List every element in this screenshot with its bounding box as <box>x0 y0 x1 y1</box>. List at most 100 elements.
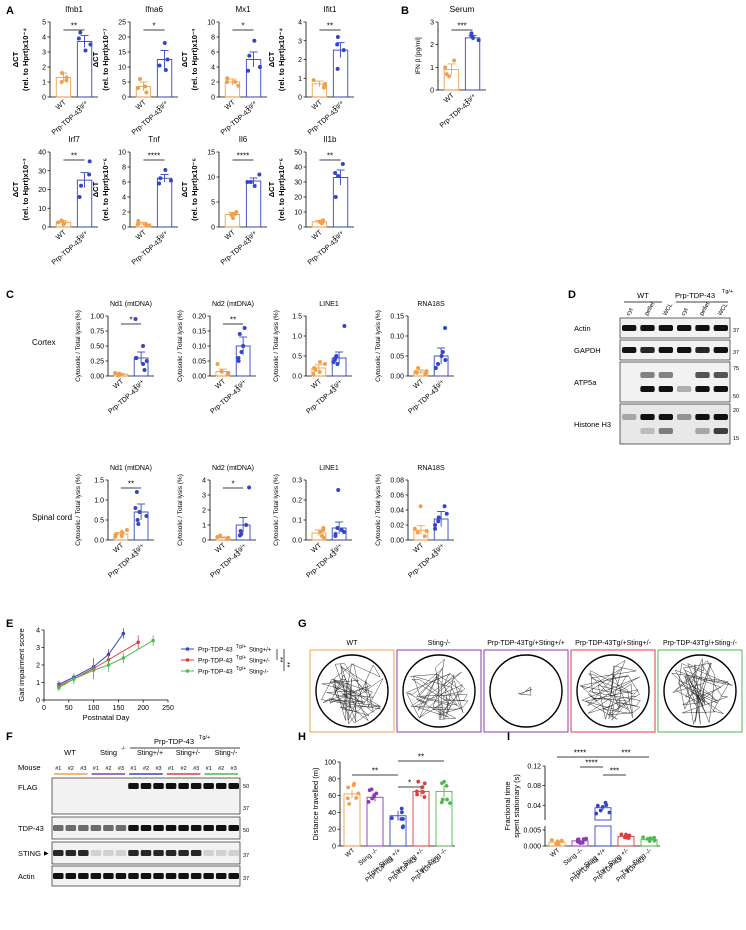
panel-c-chart-2-data-point <box>239 350 244 354</box>
panel-a-chart-5-sig-label: ** <box>71 152 77 161</box>
panel-i-data-point <box>652 835 657 840</box>
panel-a-chart-1-data-point <box>64 75 69 80</box>
panel-f-mouse-label: #1 <box>168 766 174 772</box>
panel-f-band <box>228 850 239 856</box>
panel-a-chart-2-y-tick-label: 10 <box>118 65 126 72</box>
panel-i-data-point <box>600 804 605 809</box>
panel-a-chart-6-y-tick-label: 0 <box>122 225 126 232</box>
panel-h-y-tick-label: 40 <box>328 810 336 817</box>
panel-i-sig-label: *** <box>610 767 619 776</box>
panel-h-x-tick-label: Sting -/- <box>357 847 379 867</box>
panel-a-chart-8-data-point <box>333 195 338 199</box>
panel-h-data-point <box>416 779 421 784</box>
panel-a-chart-1-sig-label: ** <box>71 22 77 31</box>
panel-d-lane-label: pellet <box>644 301 657 317</box>
panel-c-chart-1-y-tick-label: 0.75 <box>90 329 104 336</box>
panel-d-band <box>695 347 710 353</box>
panel-h-data-point <box>399 806 404 811</box>
panel-c-chart-4-y-tick-label: 0.00 <box>390 374 404 381</box>
panel-c-chart-2-y-tick-label: 0.20 <box>192 314 206 321</box>
panel-f-band <box>103 873 114 879</box>
panel-c-chart-2-data-point <box>236 356 241 360</box>
panel-a-chart-2-data-point <box>162 41 167 45</box>
panel-f-tg-subgroup: Sting-/- <box>215 750 238 757</box>
panel-d-band <box>677 414 692 420</box>
panel-c-chart-8-data-point <box>436 515 441 520</box>
panel-h-data-point <box>367 788 372 793</box>
panel-f-band <box>65 850 77 856</box>
panel-a-chart-4-y-label: ΔCT <box>267 51 276 67</box>
panel-i-data-point <box>595 803 600 808</box>
panel-f-mouse-label: #3 <box>155 766 161 772</box>
panel-f-band <box>140 850 152 856</box>
panel-c-chart-3-y-tick-label: 1.0 <box>292 334 302 341</box>
panel-a-chart-8-y-tick-label: 40 <box>294 165 302 172</box>
panel-d-band <box>622 325 637 331</box>
panel-a-chart-2-y-tick-label: 0 <box>122 95 126 102</box>
panel-e-data-point <box>121 631 126 636</box>
panel-f-band <box>190 783 202 789</box>
panel-d-blot-label: ATP5a <box>574 378 597 387</box>
panel-a-chart-1-y-tick-label: 0 <box>42 95 46 102</box>
panel-h-y-tick-label: 100 <box>324 760 336 767</box>
panel-d-mw-marker: 37 <box>733 328 739 334</box>
panel-f-band <box>140 873 152 879</box>
panel-d-blot-frame <box>619 317 731 339</box>
panel-c-chart-4-data-point <box>424 369 429 374</box>
panel-c-chart-6-y-tick-label: 3 <box>202 493 206 500</box>
panel-h-data-point <box>440 781 444 786</box>
panel-a-chart-6-y-tick-label: 6 <box>122 180 126 187</box>
panel-c-chart-7-y-label: Cytosolic / Total lysis (%) <box>273 474 280 546</box>
panel-g-box <box>483 649 569 733</box>
panel-g-track <box>321 663 384 725</box>
panel-c-chart-5-data-point <box>120 530 125 534</box>
panel-d-band <box>677 347 692 353</box>
panel-c-chart-8-y-tick-label: 0.00 <box>390 538 404 545</box>
panel-c-chart-7-xtick-strain: Prp-TDP-43 <box>305 550 338 579</box>
panel-c-chart-6-y-tick-label: 4 <box>202 478 206 485</box>
panel-c-chart-1-sig-label: * <box>129 316 132 325</box>
panel-i-y-label-line-1: Fractional time <box>503 781 512 830</box>
panel-f-band <box>103 850 114 856</box>
panel-f-band <box>128 825 139 831</box>
panel-c-chart-6-xtick-strain: Prp-TDP-43 <box>209 550 242 579</box>
panel-d-band <box>658 347 673 353</box>
panel-i-data-point <box>604 803 609 808</box>
panel-c-chart-4-y-tick-label: 0.10 <box>390 334 404 341</box>
panel-e-y-tick-label: 0 <box>36 698 40 705</box>
panel-c-chart-5-data-point <box>144 514 149 518</box>
panel-c-chart-2-data-point <box>236 359 241 363</box>
panel-f-band <box>215 873 227 879</box>
panel-a-chart-3-title: Mx1 <box>235 5 251 14</box>
panel-d-band <box>640 325 655 331</box>
panel-h-data-point <box>445 797 449 802</box>
panel-c-chart-3-data-point <box>342 324 347 328</box>
panel-c-chart-2-data-point <box>242 326 247 330</box>
panel-a-chart-3-data-point <box>225 80 230 84</box>
panel-a-chart-1-title: Ifnb1 <box>65 5 83 14</box>
panel-i-data-point <box>598 808 603 813</box>
panel-i-y-tick-label: 0.12 <box>527 764 541 771</box>
panel-e-data-point <box>57 685 61 690</box>
panel-a-chart-2-y-tick-label: 15 <box>118 50 126 57</box>
panel-a-chart-3-y-tick-label: 0 <box>211 95 215 102</box>
panel-g-box <box>396 649 482 733</box>
panel-c-chart-5-data-point <box>134 490 139 494</box>
panel-c-chart-2-y-tick-label: 0.10 <box>192 344 206 351</box>
panel-c-chart-6-data-point <box>247 485 252 490</box>
panel-a-chart-6-data-point <box>158 176 163 181</box>
panel-h-data-point <box>414 789 419 794</box>
panel-c-chart-1-y-label: Cytosolic / Total lysis (%) <box>75 310 82 382</box>
panel-c-chart-7-y-tick-label: 0.0 <box>292 538 302 545</box>
panel-c-chart-2-data-point <box>215 362 220 366</box>
panel-c-chart-8-y-tick-label: 0.02 <box>390 523 404 530</box>
panel-g-track <box>670 658 733 725</box>
panel-b-chart-y-tick-label: 0 <box>430 88 434 95</box>
panel-e-legend-suffix: Sting-/- <box>249 670 268 676</box>
panel-a-chart-3-data-point <box>257 65 262 69</box>
panel-c-chart-6-y-label: Cytosolic / Total lysis (%) <box>177 474 184 546</box>
panel-h-bar <box>343 793 361 847</box>
panel-c-cytosolic-charts: Cortex Spinal cord Nd1 (mtDNA)0.000.250.… <box>32 301 454 580</box>
panel-d-band <box>713 428 728 434</box>
